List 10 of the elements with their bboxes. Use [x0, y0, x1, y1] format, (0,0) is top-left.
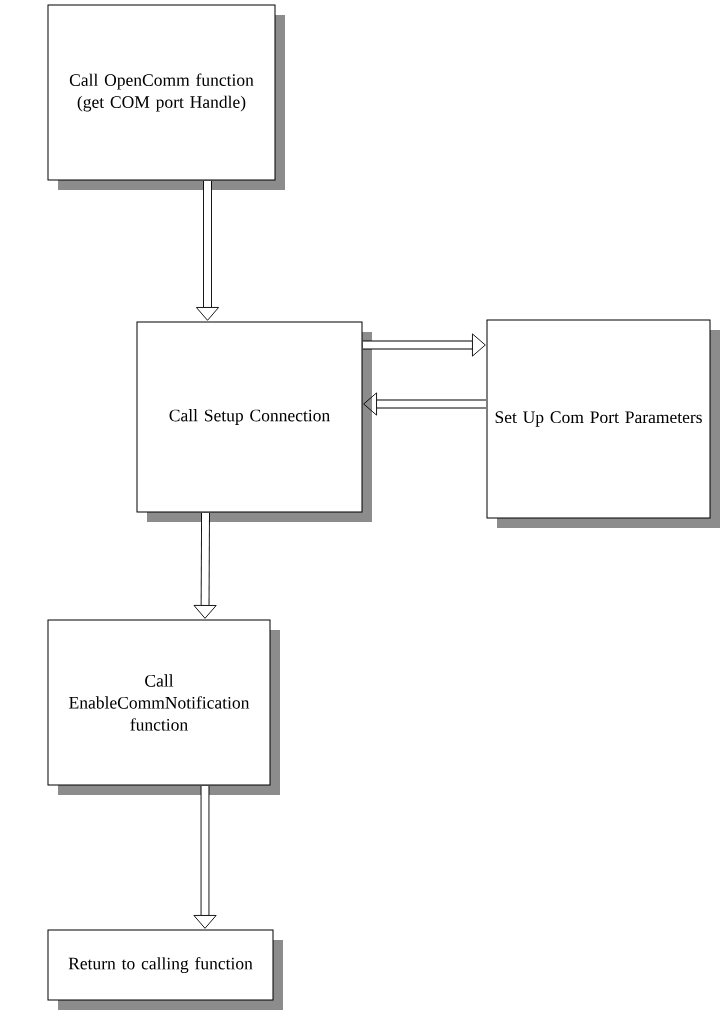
process-box: Return to calling function: [47, 929, 283, 1010]
arrow: [363, 392, 486, 416]
process-box: Call OpenComm function (get COM port Handle): [47, 4, 285, 190]
arrow: [363, 333, 486, 357]
process-box: Set Up Com Port Parameters: [486, 319, 720, 528]
process-box: Call Setup Connection: [136, 321, 372, 522]
arrow: [193, 513, 217, 619]
process-box: Call EnableCommNotification function: [47, 619, 280, 795]
arrow: [193, 786, 217, 929]
arrow: [195, 181, 220, 321]
